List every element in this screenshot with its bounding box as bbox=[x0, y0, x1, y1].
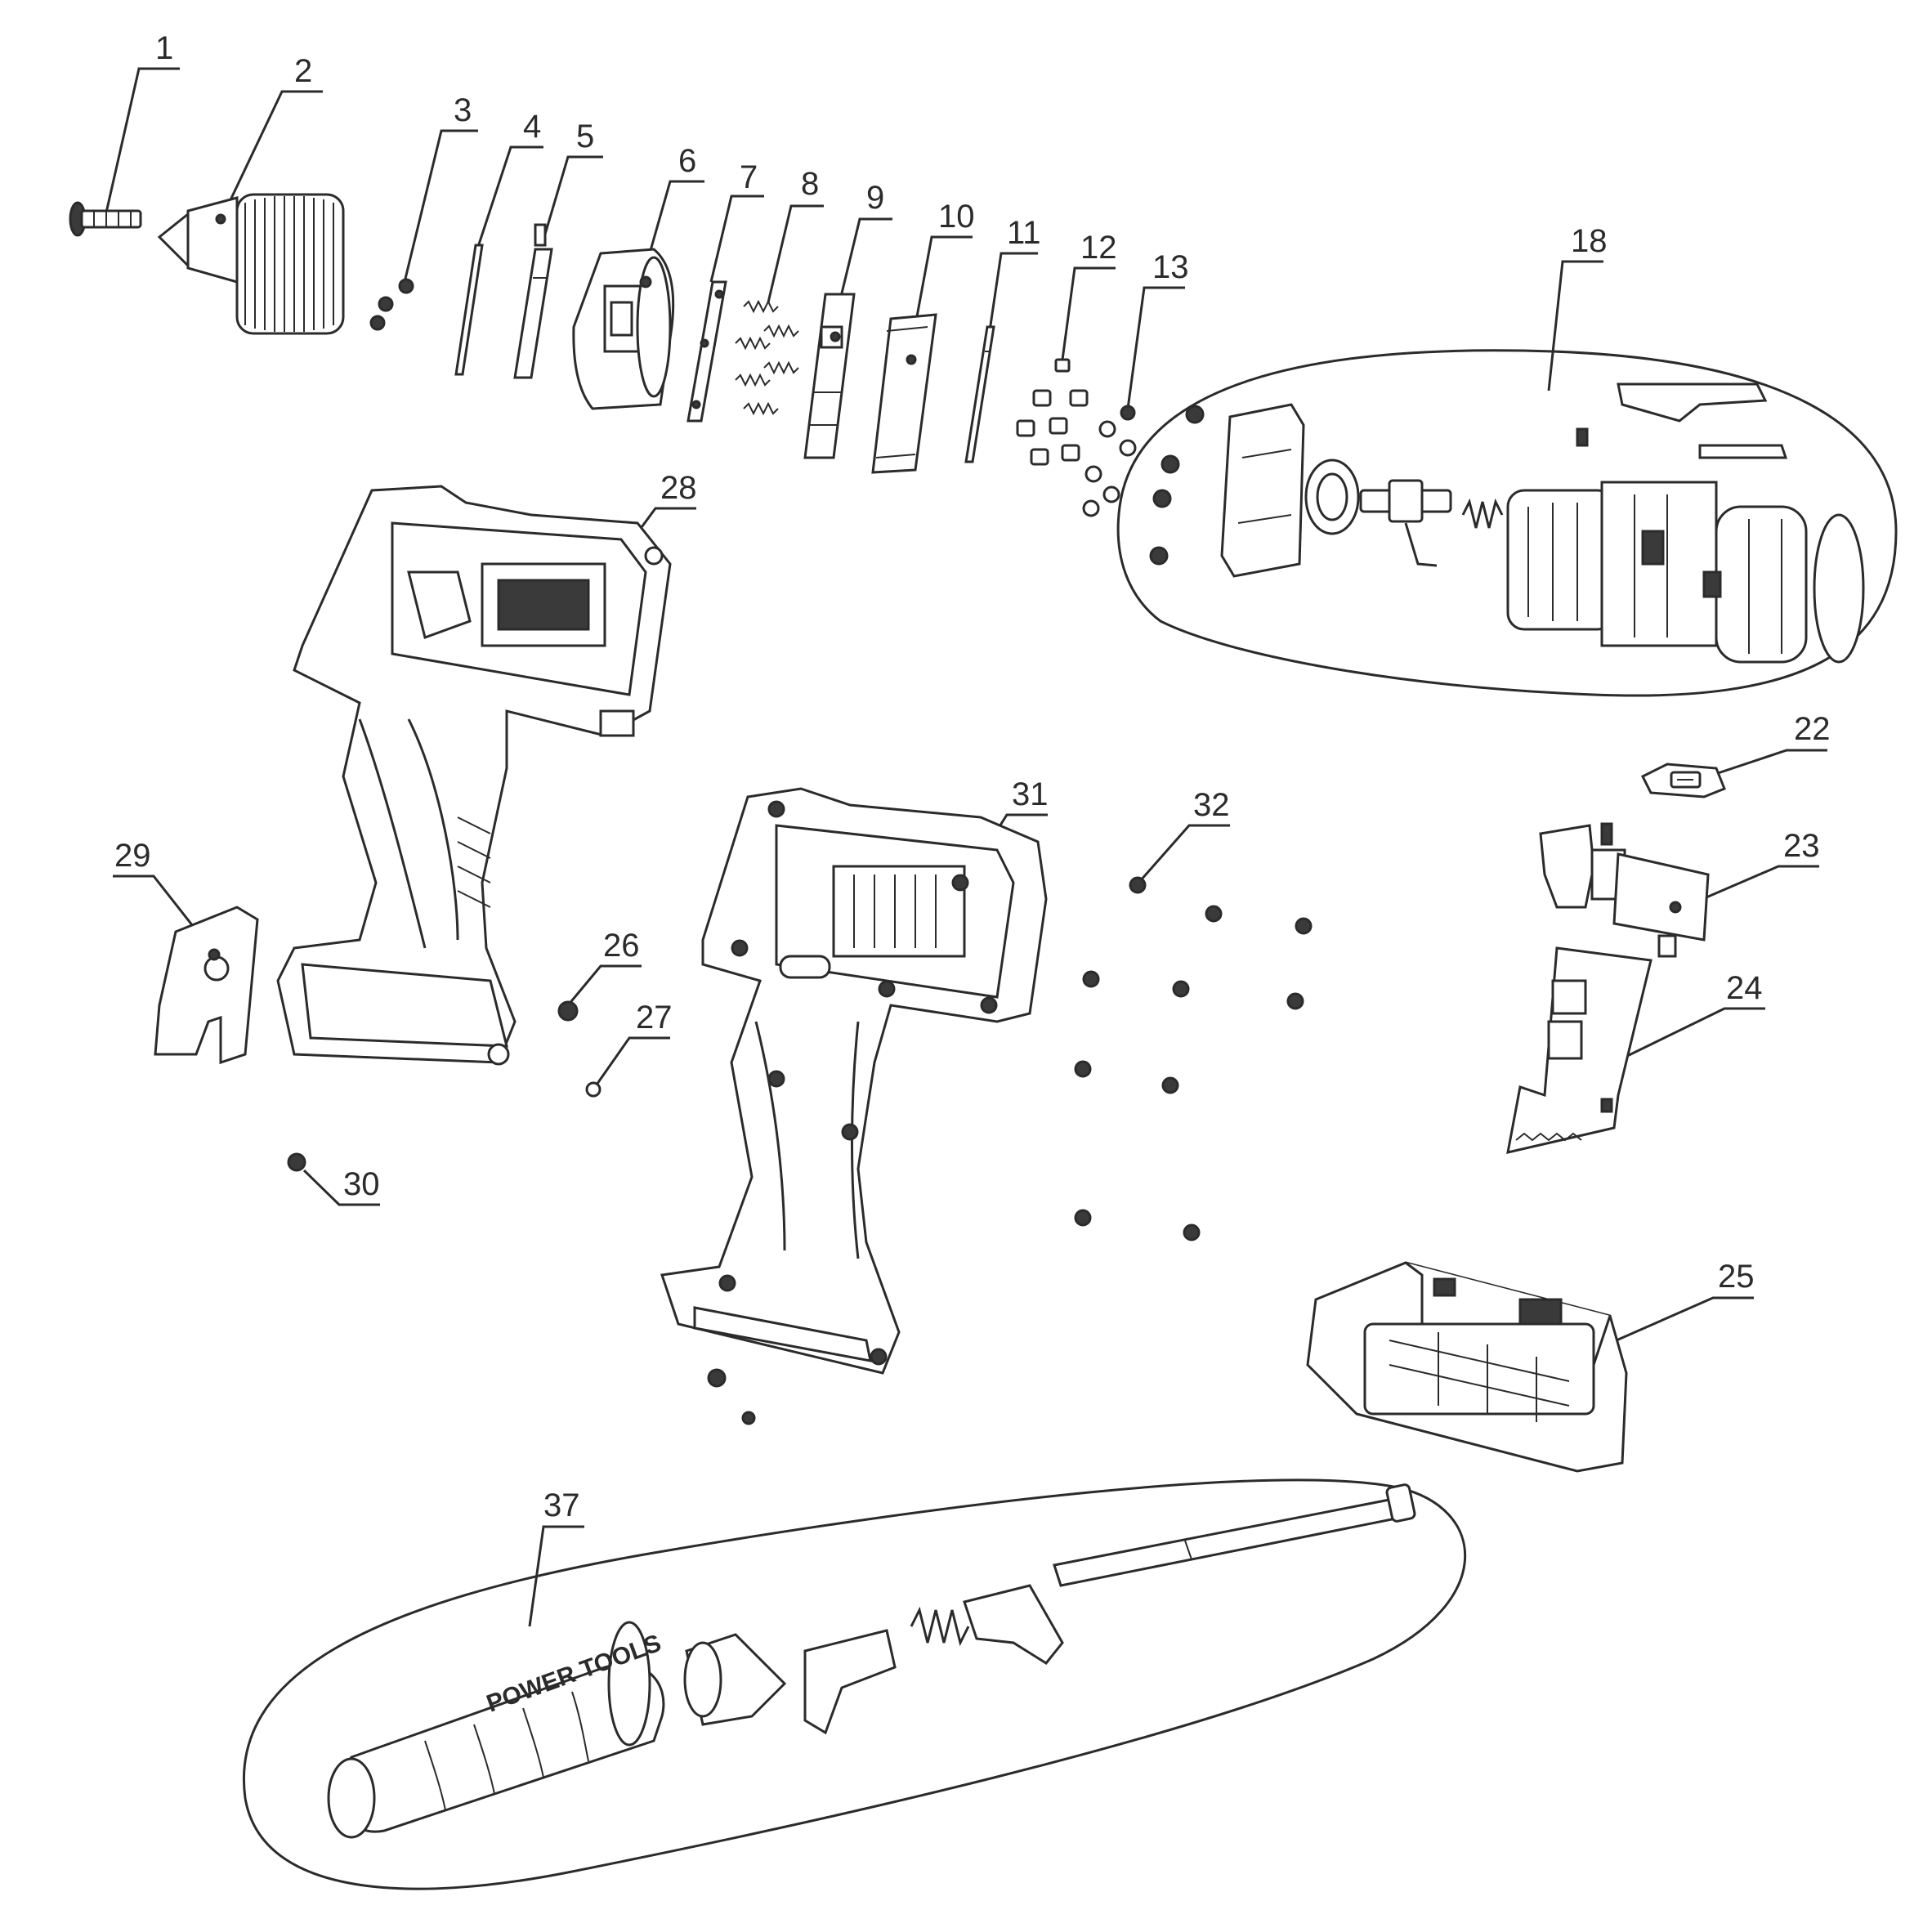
callout-29: 29 bbox=[113, 838, 218, 957]
callout-22: 22 bbox=[1707, 711, 1831, 778]
svg-text:31: 31 bbox=[1012, 776, 1049, 812]
callout-30: 30 bbox=[302, 1166, 380, 1206]
pin-11 bbox=[964, 325, 995, 463]
housing-left-28 bbox=[276, 485, 672, 1066]
svg-text:3: 3 bbox=[454, 92, 472, 128]
nut-26 bbox=[557, 1000, 579, 1022]
springs-8 bbox=[735, 299, 799, 416]
callout-2: 2 bbox=[219, 53, 323, 221]
callout-1: 1 bbox=[105, 30, 180, 213]
callout-3: 3 bbox=[403, 92, 478, 283]
svg-text:24: 24 bbox=[1726, 970, 1763, 1006]
pin-4 bbox=[454, 244, 484, 376]
callout-10: 10 bbox=[910, 199, 975, 348]
direction-switch-22 bbox=[1640, 763, 1726, 798]
washer-27 bbox=[585, 1081, 602, 1098]
pcb-24 bbox=[1506, 946, 1652, 1154]
screws-3 bbox=[369, 278, 414, 331]
svg-text:37: 37 bbox=[543, 1487, 580, 1523]
callout-31: 31 bbox=[973, 776, 1049, 867]
svg-text:2: 2 bbox=[294, 53, 312, 89]
slider-9 bbox=[803, 293, 856, 459]
callout-23: 23 bbox=[1683, 828, 1820, 909]
svg-text:12: 12 bbox=[1080, 230, 1117, 266]
chuck-screw bbox=[69, 201, 142, 237]
gear-housing-6 bbox=[572, 248, 675, 410]
plate-7 bbox=[686, 280, 727, 423]
svg-text:28: 28 bbox=[660, 470, 697, 506]
callout-9: 9 bbox=[832, 180, 892, 328]
svg-text:18: 18 bbox=[1571, 223, 1608, 259]
callout-8: 8 bbox=[767, 166, 824, 303]
callout-24: 24 bbox=[1621, 970, 1765, 1060]
svg-text:9: 9 bbox=[866, 180, 884, 216]
auxiliary-handle-group-37: POWER TOOLS bbox=[243, 1478, 1466, 1890]
gearbox-motor-group-18 bbox=[1116, 349, 1898, 697]
svg-text:32: 32 bbox=[1193, 787, 1230, 823]
svg-text:25: 25 bbox=[1718, 1259, 1755, 1295]
svg-text:22: 22 bbox=[1794, 711, 1831, 747]
svg-text:27: 27 bbox=[636, 1000, 673, 1036]
keyless-chuck bbox=[157, 193, 345, 335]
svg-text:6: 6 bbox=[678, 143, 696, 179]
callout-13: 13 bbox=[1126, 249, 1189, 409]
callout-7: 7 bbox=[709, 159, 764, 283]
svg-text:10: 10 bbox=[938, 199, 975, 235]
callout-12: 12 bbox=[1061, 230, 1117, 360]
screws-32 bbox=[1074, 876, 1313, 1241]
svg-text:29: 29 bbox=[114, 838, 151, 874]
svg-text:13: 13 bbox=[1152, 249, 1189, 285]
svg-text:1: 1 bbox=[155, 30, 173, 66]
latch-29 bbox=[154, 906, 259, 1065]
svg-text:4: 4 bbox=[523, 109, 541, 145]
clip-5 bbox=[513, 223, 553, 379]
svg-text:5: 5 bbox=[576, 119, 594, 154]
nut-30 bbox=[287, 1152, 306, 1172]
callout-27: 27 bbox=[593, 1000, 673, 1088]
svg-text:30: 30 bbox=[343, 1166, 380, 1202]
nuts-31-bottom bbox=[707, 1368, 756, 1425]
callout-25: 25 bbox=[1597, 1259, 1755, 1350]
callout-4: 4 bbox=[475, 109, 543, 253]
washers-13 bbox=[1082, 405, 1137, 517]
svg-text:8: 8 bbox=[801, 166, 819, 202]
callout-5: 5 bbox=[540, 119, 603, 246]
callout-26: 26 bbox=[566, 928, 642, 1006]
battery-25 bbox=[1306, 1261, 1628, 1473]
callout-37: 37 bbox=[528, 1487, 584, 1627]
svg-text:23: 23 bbox=[1783, 828, 1820, 864]
trigger-switch-23 bbox=[1539, 822, 1710, 958]
callout-32: 32 bbox=[1138, 787, 1230, 882]
callout-11: 11 bbox=[986, 215, 1041, 348]
svg-text:7: 7 bbox=[740, 159, 758, 195]
housing-right-31 bbox=[660, 787, 1048, 1375]
blocks-12 bbox=[1016, 358, 1089, 466]
svg-text:26: 26 bbox=[603, 928, 640, 964]
bracket-10 bbox=[871, 313, 937, 474]
callout-18: 18 bbox=[1547, 223, 1608, 391]
svg-text:11: 11 bbox=[1007, 215, 1041, 251]
